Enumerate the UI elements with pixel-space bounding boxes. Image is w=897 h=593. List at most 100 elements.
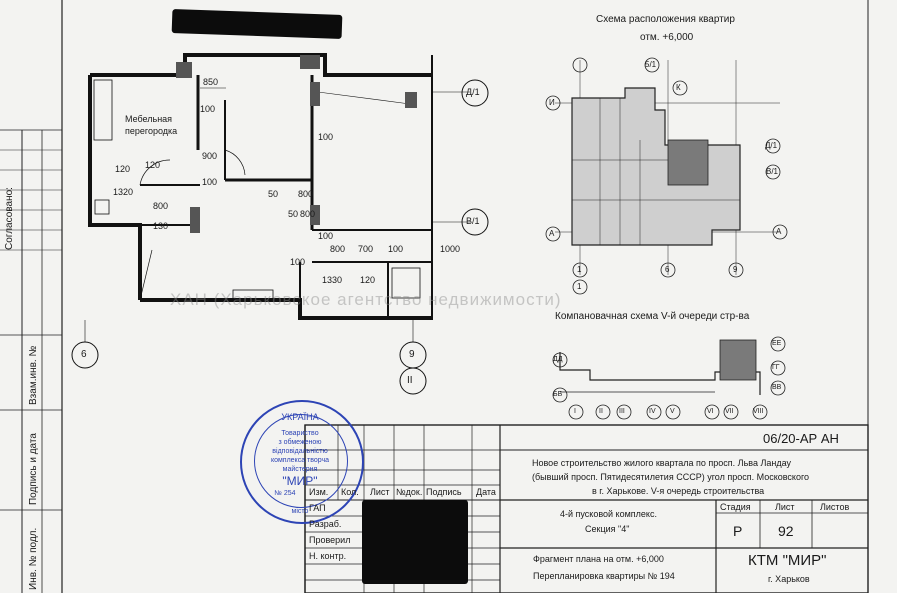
key-axis: И [549, 98, 555, 107]
axis-label: Д/1 [466, 87, 480, 97]
composition-roman: III [619, 408, 625, 415]
dim-label: 120 [360, 275, 376, 285]
stage-label: Стадия [720, 502, 751, 512]
composition-title: Компановачная схема V-й очереди стр-ва [555, 311, 750, 322]
key-plan-subtitle: отм. +6,000 [640, 32, 694, 43]
table-header: №док. [396, 487, 423, 497]
axis-label: 9 [409, 349, 415, 360]
stamp-text: Товариство [281, 430, 319, 437]
dim-label: 120 [145, 160, 161, 170]
project-description: Новое строительство жилого квартала по п… [532, 458, 792, 468]
stamp-text: з обмеженою [278, 439, 322, 446]
key-plan-title: Схема расположения квартир [596, 14, 735, 25]
composition-roman: VII [725, 408, 734, 415]
sheets-label: Листов [820, 502, 850, 512]
composition-roman: IV [649, 408, 656, 415]
composition-roman: V [670, 408, 675, 415]
dim-label: 1330 [322, 275, 343, 285]
dim-label: 850 [203, 77, 219, 87]
dim-label: 100 [388, 244, 404, 254]
key-axis: А [776, 227, 782, 236]
dim-label: 100 [200, 104, 216, 114]
table-header: Кол. [341, 487, 359, 497]
dim-label: 700 [358, 244, 374, 254]
watermark-text: ХАН (Харьковское агентство недвижимости) [170, 290, 562, 309]
composition-axis: ГГ [772, 364, 780, 371]
axis-label: В/1 [466, 216, 480, 226]
fragment-description: Фрагмент плана на отм. +6,000 [533, 554, 664, 564]
role-label: Н. контр. [309, 551, 347, 561]
side-label-inventory: Инв. № подл. [28, 527, 39, 590]
dim-label: 50 [268, 189, 279, 199]
role-label: Проверил [309, 535, 351, 545]
stamp-text: майстерня [282, 466, 318, 473]
dim-label: 130 [153, 221, 169, 231]
sheet-value: 92 [778, 523, 794, 539]
project-description: в г. Харькове. V-я очередь строительства [592, 486, 765, 496]
composition-axis: ББ [553, 391, 563, 398]
key-axis: В/1 [766, 167, 779, 176]
key-axis: Д/1 [765, 141, 778, 150]
stage-value: Р [733, 523, 743, 539]
side-label-signature: Подпись и дата [28, 433, 39, 505]
stamp-text: комплекса творча [270, 457, 330, 464]
partition-label: Мебельная [125, 114, 173, 124]
redaction-bar [362, 500, 468, 584]
partition-label: перегородка [125, 126, 178, 136]
dim-label: 100 [318, 132, 334, 142]
composition-roman: II [599, 408, 603, 415]
key-axis: А [549, 229, 555, 238]
table-header: Дата [476, 487, 496, 497]
dim-label: 800 [330, 244, 346, 254]
dim-label: 50 [288, 209, 299, 219]
key-axis: 5/1 [645, 60, 657, 69]
dim-label: 100 [202, 177, 218, 187]
document-code: 06/20-АР АН [763, 431, 839, 446]
table-header: Подпись [426, 487, 462, 497]
stamp-name: "МИР" [282, 474, 318, 488]
composition-roman: I [574, 408, 576, 415]
side-label-replacement: Взам.инв. № [28, 345, 39, 405]
composition-axis: ВВ [772, 384, 782, 391]
complex-description: 4-й пусковой комплекс. [560, 509, 657, 519]
table-header: Изм. [309, 487, 329, 497]
key-axis: К [676, 83, 681, 92]
key-axis: 1 [577, 265, 582, 274]
dim-label: 1000 [440, 244, 461, 254]
composition-axis: ДД [553, 356, 563, 363]
organization-name: КТМ "МИР" [748, 552, 827, 569]
dim-label: 100 [290, 257, 306, 267]
dim-label: 800 [300, 209, 316, 219]
axis-label: 6 [81, 349, 87, 360]
sheet-label: Лист [775, 502, 795, 512]
stamp-ring-top: УКРАЇНА [281, 412, 319, 422]
dim-label: 120 [115, 164, 131, 174]
organization-city: г. Харьков [768, 574, 810, 584]
key-axis: 9 [733, 265, 738, 274]
role-label: Разраб. [309, 519, 342, 529]
key-axis: 6 [665, 265, 670, 274]
dim-label: 1320 [113, 187, 134, 197]
dim-label: 800 [298, 189, 314, 199]
project-description: (бывший просп. Пятидесятилетия СССР) уго… [532, 472, 810, 482]
stamp-text: відповідальністю [272, 448, 328, 455]
composition-roman: VI [707, 408, 714, 415]
composition-roman: VIII [753, 408, 764, 415]
dim-label: 800 [153, 201, 169, 211]
composition-axis: ЕЕ [772, 340, 782, 347]
dim-label: 900 [202, 151, 218, 161]
complex-description: Секция "4" [585, 524, 630, 534]
dim-label: 100 [318, 231, 334, 241]
company-stamp [240, 400, 364, 524]
table-header: Лист [370, 487, 390, 497]
side-label-approved: Согласовано: [4, 187, 15, 250]
stamp-code: № 254 [274, 490, 296, 497]
stamp-ring-bottom: місто [291, 508, 309, 515]
role-label: ГАП [309, 503, 326, 513]
key-axis: 1 [577, 282, 582, 291]
axis-label: II [407, 375, 413, 386]
fragment-description: Перепланировка квартиры № 194 [533, 571, 675, 581]
